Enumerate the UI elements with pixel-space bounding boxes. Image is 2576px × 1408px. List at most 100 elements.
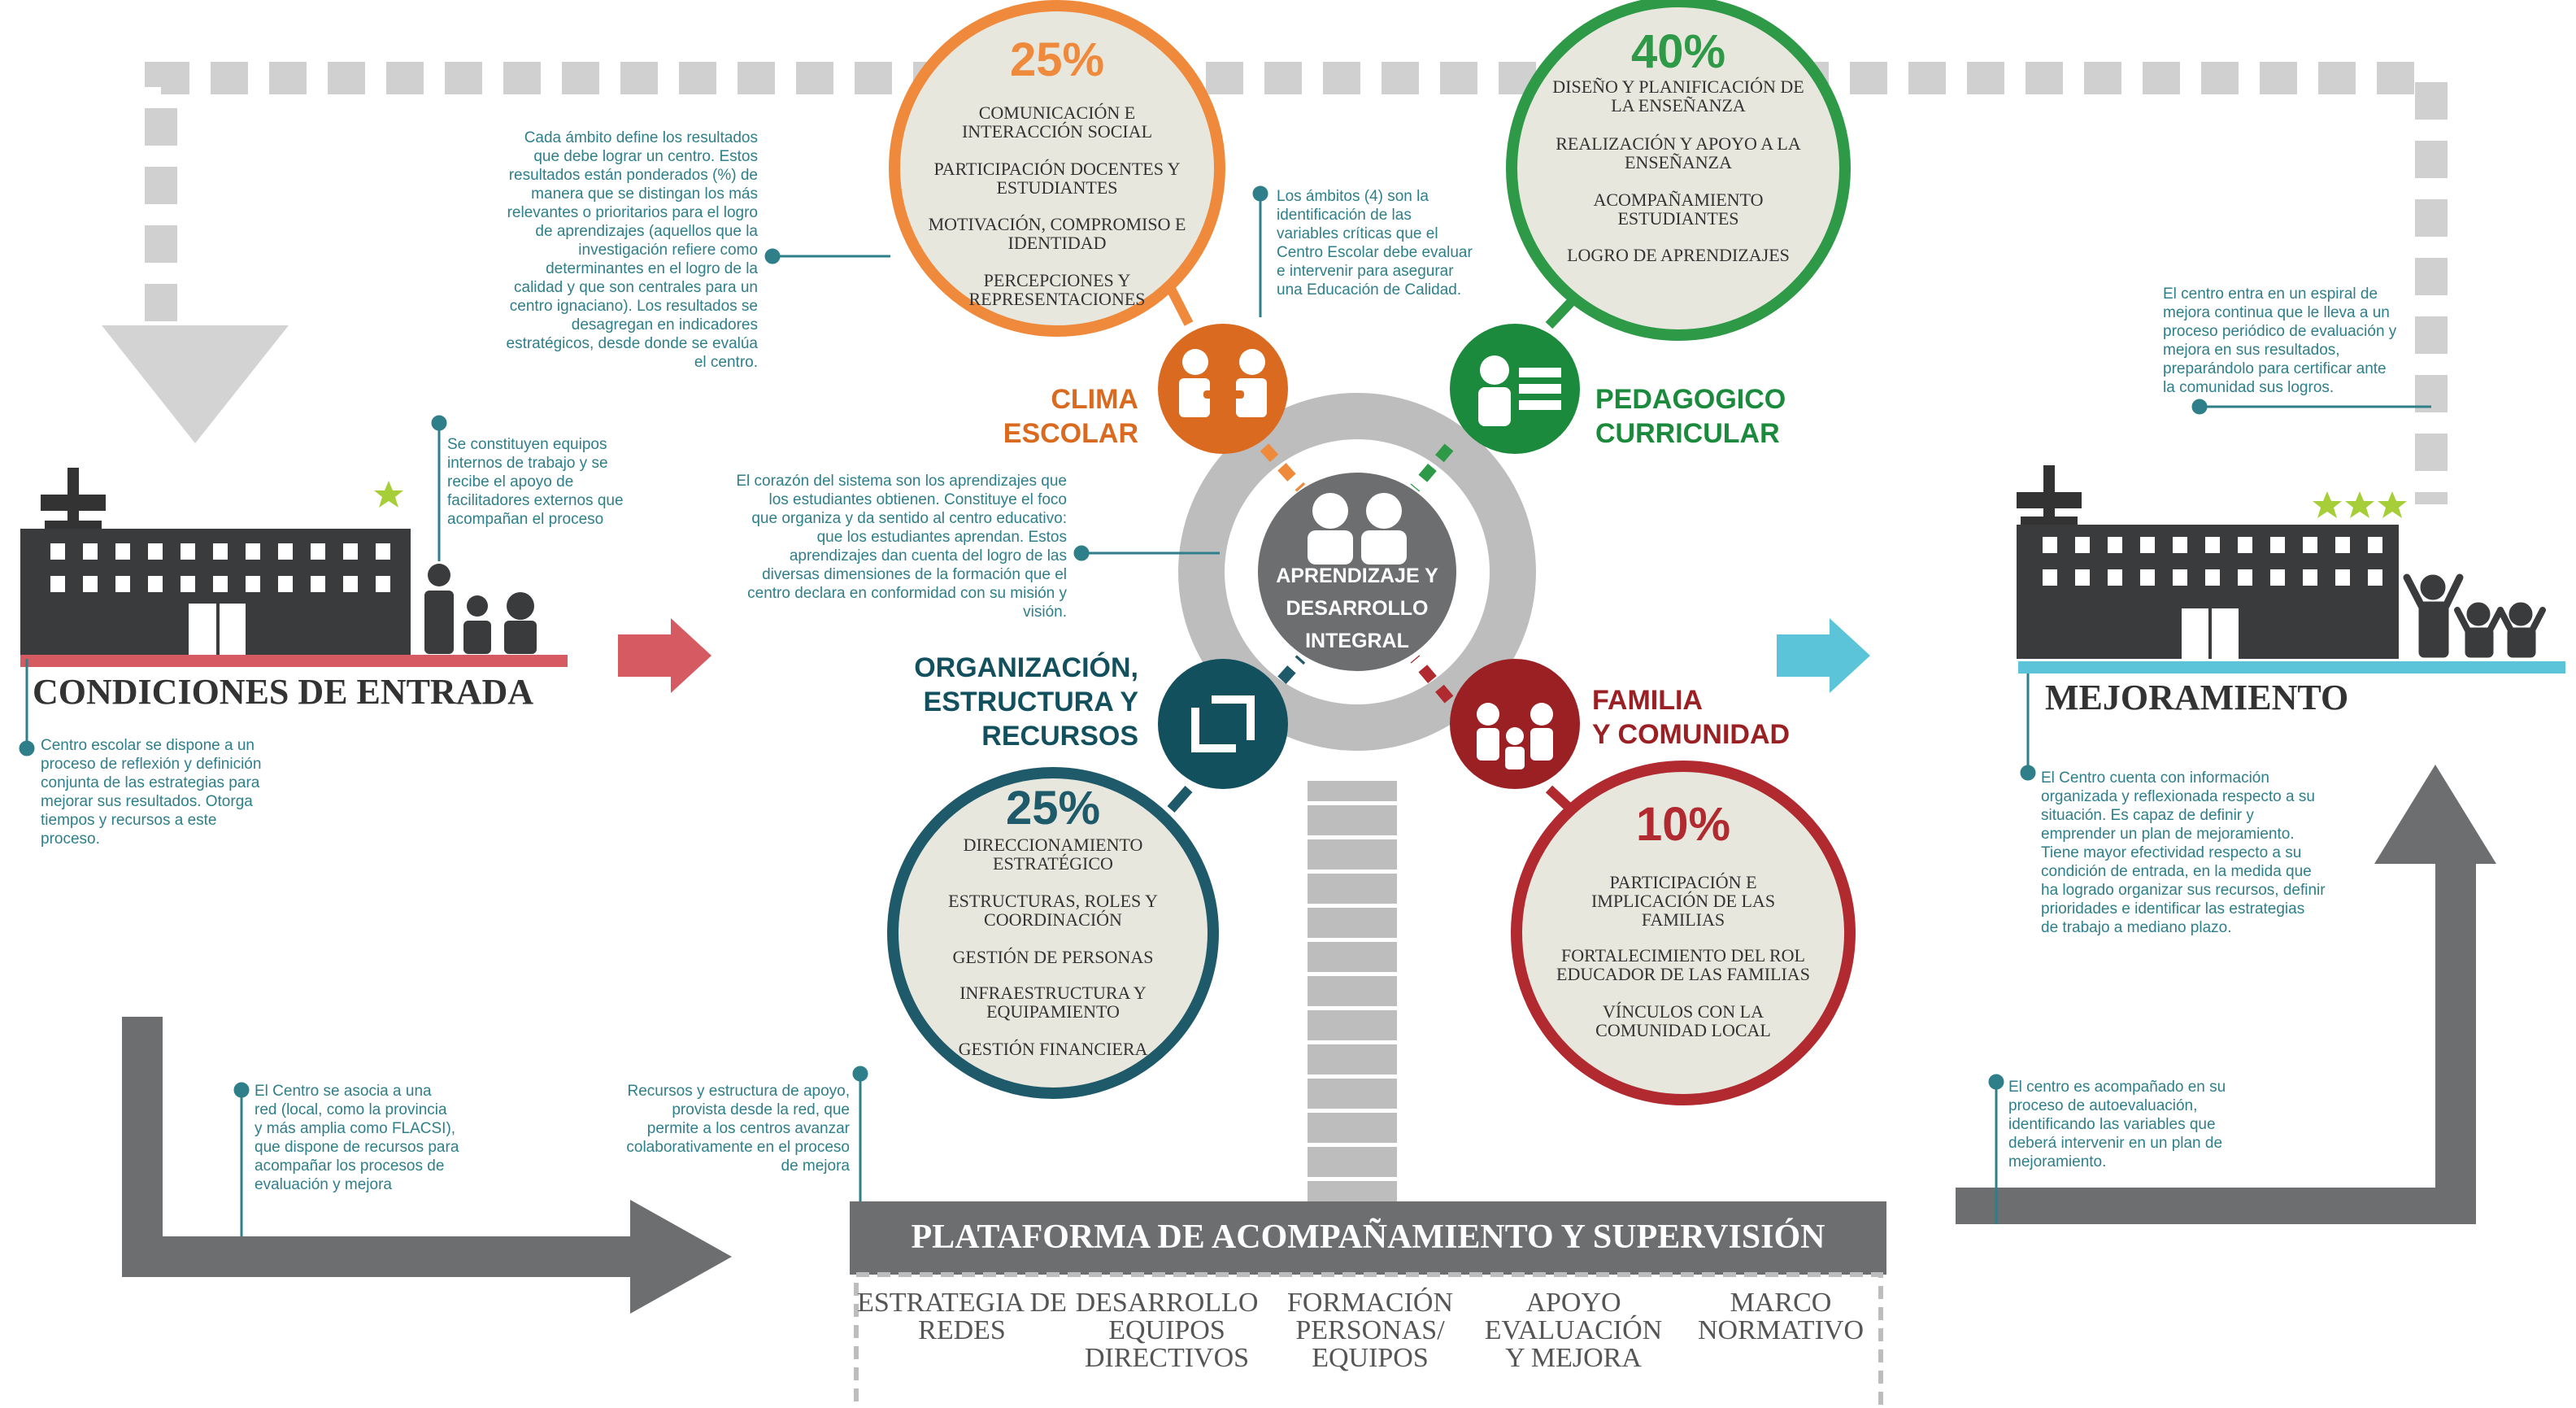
stem-rung (1308, 835, 1397, 839)
window (115, 576, 130, 592)
window (2108, 569, 2122, 586)
bottom-left-arrow (122, 1017, 634, 1277)
platform-title: PLATAFORMA DE ACOMPAÑAMIENTO Y SUPERVISI… (911, 1218, 1825, 1256)
circle-pointers (1166, 286, 1580, 813)
stem-rung (1308, 870, 1397, 874)
pedagogico-item-2: REALIZACIÓN Y APOYO A LA ENSEÑANZA (1556, 133, 1801, 172)
stem-rung (1308, 904, 1397, 908)
window (246, 576, 260, 592)
school-windows-improve (2043, 537, 2382, 586)
organizacion-item-5: GESTIÓN FINANCIERA (958, 1039, 1148, 1059)
familia-label: FAMILIA Y COMUNIDAD (1592, 685, 1791, 750)
entry-arrow (618, 618, 711, 693)
window (213, 576, 228, 592)
window (311, 543, 325, 560)
window (83, 543, 98, 560)
window (181, 543, 195, 560)
stem-rung (1308, 1143, 1397, 1147)
window (246, 543, 260, 560)
stem-rung (1308, 1109, 1397, 1113)
note-recursos: Recursos y estructura de apoyo, provista… (626, 1083, 850, 1175)
pedagogico-label: PEDAGOGICO CURRICULAR (1595, 384, 1786, 449)
clima-item-1: COMUNICACIÓN E INTERACCIÓN SOCIAL (961, 102, 1153, 142)
stem-rung (1308, 1040, 1397, 1044)
circle-pedagogico (1506, 0, 1851, 341)
platform-item-3: FORMACIÓN PERSONAS/ EQUIPOS (1286, 1288, 1454, 1373)
window (2303, 537, 2317, 553)
people-cheering-icon (2403, 573, 2546, 658)
window (148, 543, 163, 560)
note-teams: Se constituyen equipos internos de traba… (447, 436, 624, 528)
right-arrow-icon (630, 1200, 732, 1314)
note-reflect: Centro escolar se dispone a un proceso d… (41, 737, 262, 848)
stem-rung (1308, 972, 1397, 976)
clima-icon (1158, 324, 1288, 454)
window (343, 576, 358, 592)
window (2205, 569, 2220, 586)
window (2205, 537, 2220, 553)
bottom-right-arrow (1956, 862, 2476, 1224)
students-icon (1308, 493, 1407, 565)
familia-item-3: VÍNCULOS CON LA COMUNIDAD LOCAL (1595, 1001, 1771, 1040)
clima-label: CLIMA ESCOLAR (1003, 384, 1138, 449)
window (2173, 569, 2187, 586)
window (83, 576, 98, 592)
window (2238, 537, 2252, 553)
platform-item-5: MARCO NORMATIVO (1698, 1288, 1864, 1345)
organizacion-label: ORGANIZACIÓN, ESTRUCTURA Y RECURSOS (914, 652, 1138, 752)
pedagogico-percent: 40% (1630, 25, 1726, 78)
teacher-board-icon (1478, 355, 1561, 426)
window (376, 576, 390, 592)
window (2043, 569, 2057, 586)
stem-rung (1308, 1075, 1397, 1079)
note-network: El Centro se asocia a una red (local, co… (255, 1083, 459, 1193)
window (2043, 537, 2057, 553)
note-ambitos4: Los ámbitos (4) son la identificación de… (1277, 188, 1473, 299)
stars-icon (2313, 491, 2407, 518)
hub-stem (1308, 781, 1397, 1224)
window (311, 576, 325, 592)
organizacion-item-1: DIRECCIONAMIENTO ESTRATÉGICO (963, 835, 1143, 874)
window (2140, 569, 2155, 586)
familia-item-1: PARTICIPACIÓN E IMPLICACIÓN DE LAS FAMIL… (1590, 872, 1776, 930)
window (2368, 569, 2382, 586)
clima-item-3: MOTIVACIÓN, COMPROMISO E IDENTIDAD (928, 214, 1186, 253)
clima-item-2: PARTICIPACIÓN DOCENTES Y ESTUDIANTES (933, 159, 1181, 198)
people-icon-entry (424, 564, 537, 654)
window (115, 543, 130, 560)
organizacion-item-3: GESTIÓN DE PERSONAS (952, 947, 1154, 967)
organizacion-item-4: INFRAESTRUCTURA Y EQUIPAMIENTO (959, 983, 1147, 1022)
window (50, 576, 65, 592)
note-self: El centro es acompañado en su proceso de… (2008, 1079, 2226, 1170)
window (2140, 537, 2155, 553)
window (343, 543, 358, 560)
note-spiral: El centro entra en un espiral de mejora … (2163, 286, 2397, 396)
window (2270, 537, 2285, 553)
window (181, 576, 195, 592)
stem-rung (1308, 1006, 1397, 1010)
window (148, 576, 163, 592)
hub-stem-rungs (1308, 801, 1397, 1215)
hub-center (1258, 473, 1456, 671)
entry-title: CONDICIONES DE ENTRADA (33, 672, 534, 712)
pedagogico-item-4: LOGRO DE APRENDIZAJES (1567, 245, 1790, 265)
star-icon (374, 481, 403, 508)
stem-rung (1308, 1177, 1397, 1181)
window (50, 543, 65, 560)
window (2108, 537, 2122, 553)
improve-title: MEJORAMIENTO (2045, 678, 2349, 717)
window (278, 543, 293, 560)
window (2368, 537, 2382, 553)
platform-header (850, 1201, 1886, 1275)
organizacion-item-2: ESTRUCTURAS, ROLES Y COORDINACIÓN (948, 891, 1158, 930)
structure-icon (1191, 695, 1255, 752)
pedagogico-item-3: ACOMPAÑAMIENTO ESTUDIANTES (1593, 190, 1764, 229)
platform-item-1: ESTRATEGIA DE REDES (857, 1288, 1067, 1345)
clima-item-4: PERCEPCIONES Y REPRESENTACIONES (968, 270, 1146, 309)
note-info: El Centro cuenta con información organiz… (2041, 769, 2326, 936)
window (213, 543, 228, 560)
school-windows-entry (50, 543, 390, 592)
circle-organizacion (887, 767, 1219, 1099)
stem-rung (1308, 801, 1397, 805)
pedagogico-item-1: DISEÑO Y PLANIFICACIÓN DE LA ENSEÑANZA (1552, 76, 1804, 116)
